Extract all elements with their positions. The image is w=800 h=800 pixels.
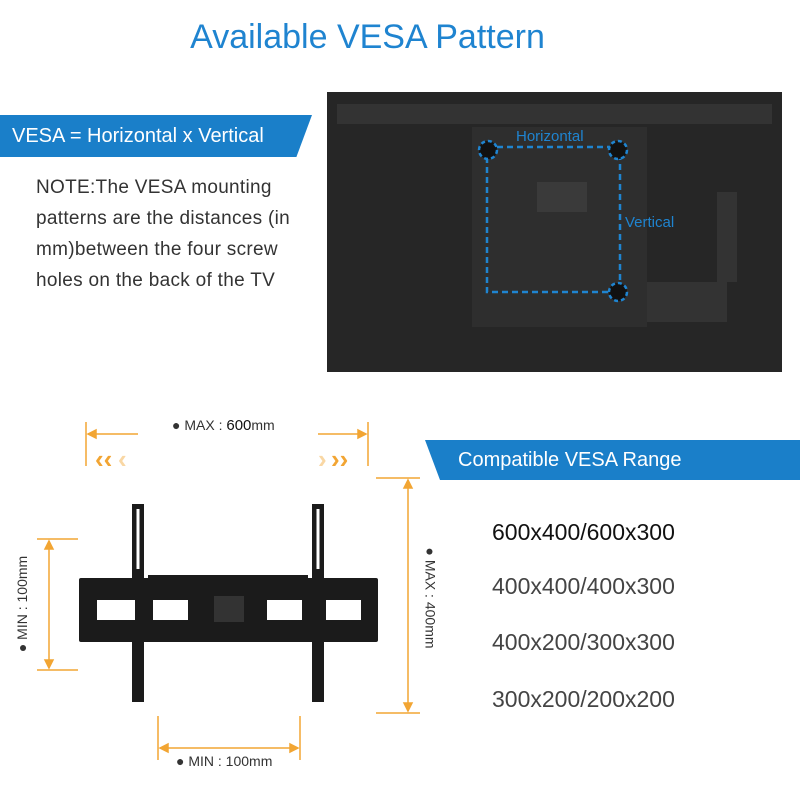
horizontal-label: Horizontal	[516, 128, 584, 145]
max-width-prefix: ● MAX :	[172, 417, 223, 433]
range-banner: Compatible VESA Range	[425, 440, 800, 480]
chevron-right-icon: › ››	[318, 444, 348, 474]
vesa-size-1: 600x400/600x300	[492, 519, 675, 545]
max-width-unit: mm	[251, 417, 275, 433]
vesa-size-3: 400x200/300x300	[492, 629, 675, 655]
vertical-label: Vertical	[625, 214, 675, 231]
min-height-label: ● MIN : 100mm	[14, 555, 31, 653]
svg-text:›: ›	[318, 444, 327, 474]
min-width-label: ● MIN : 100mm	[176, 753, 273, 769]
max-height-label: ● MAX : 400mm	[422, 547, 439, 649]
page-title: Available VESA Pattern	[190, 18, 545, 56]
vesa-size-2: 400x400/400x300	[492, 573, 675, 599]
note-text: NOTE:The VESA mounting patterns are the …	[36, 177, 291, 291]
tv-back-illustration	[337, 104, 772, 327]
svg-text:››: ››	[331, 444, 348, 474]
max-width-value: 600	[226, 417, 252, 434]
bracket-dimension-diagram: ‹‹ ‹ › ››	[37, 422, 420, 760]
svg-text:‹‹: ‹‹	[95, 444, 112, 474]
svg-text:‹: ‹	[118, 444, 127, 474]
definition-banner: VESA = Horizontal x Vertical	[0, 115, 312, 157]
max-width-label: ● MAX : 600mm	[172, 417, 275, 434]
tv-back-photo: Horizontal Vertical	[327, 92, 782, 372]
chevron-left-icon: ‹‹ ‹	[95, 444, 127, 474]
vesa-size-4: 300x200/200x200	[492, 686, 675, 712]
